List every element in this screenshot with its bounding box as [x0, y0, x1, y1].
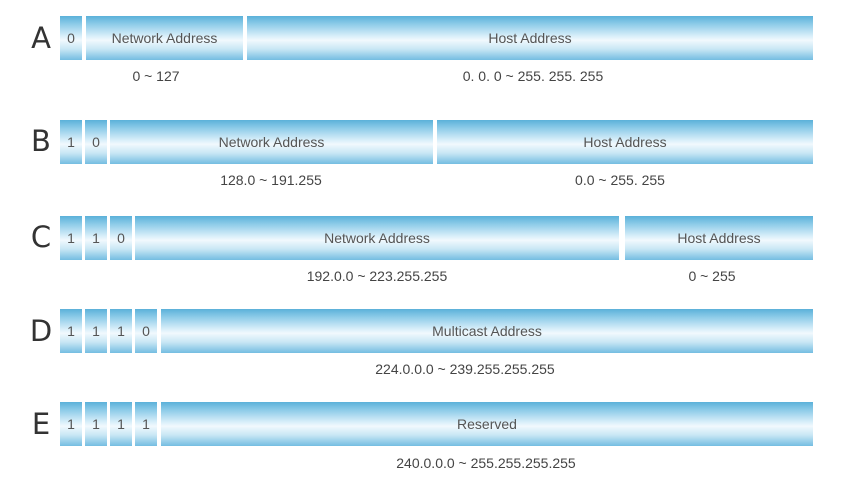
- class-d-bit-1: 1: [60, 309, 82, 353]
- class-e-bit-3: 1: [110, 402, 132, 446]
- class-d-multicast-address-field: Multicast Address: [161, 309, 813, 353]
- class-c-bit-2: 1: [85, 216, 107, 260]
- class-e-letter: E: [31, 407, 51, 441]
- class-a-bit-1: 0: [60, 16, 82, 60]
- class-a-range-2: 0. 0. 0 ~ 255. 255. 255: [462, 68, 604, 84]
- class-b-bit-1: 1: [60, 120, 82, 164]
- class-e-range-1: 240.0.0.0 ~ 255.255.255.255: [396, 455, 576, 471]
- class-c-bit-1: 1: [60, 216, 82, 260]
- class-a-network-address-field: Network Address: [86, 16, 243, 60]
- class-d-bit-3: 1: [110, 309, 132, 353]
- class-c-letter: C: [30, 220, 52, 254]
- class-e-reserved-field: Reserved: [161, 402, 813, 446]
- class-b-range-1: 128.0 ~ 191.255: [220, 172, 322, 188]
- class-a-letter: A: [31, 21, 51, 55]
- class-b-range-2: 0.0 ~ 255. 255: [575, 172, 665, 188]
- class-c-range-2: 0 ~ 255: [688, 268, 736, 284]
- class-e-bit-2: 1: [85, 402, 107, 446]
- class-c-host-address-field: Host Address: [625, 216, 813, 260]
- class-c-range-1: 192.0.0 ~ 223.255.255: [306, 268, 448, 284]
- class-e-bit-1: 1: [60, 402, 82, 446]
- class-a-host-address-field: Host Address: [247, 16, 813, 60]
- class-c-network-address-field: Network Address: [135, 216, 619, 260]
- class-e-bit-4: 1: [135, 402, 157, 446]
- class-d-letter: D: [29, 314, 53, 348]
- class-b-network-address-field: Network Address: [110, 120, 433, 164]
- class-a-range-1: 0 ~ 127: [132, 68, 180, 84]
- class-d-bit-2: 1: [85, 309, 107, 353]
- class-b-bit-2: 0: [85, 120, 107, 164]
- class-b-host-address-field: Host Address: [437, 120, 813, 164]
- class-b-letter: B: [31, 124, 51, 158]
- class-c-bit-3: 0: [110, 216, 132, 260]
- class-d-range-1: 224.0.0.0 ~ 239.255.255.255: [375, 361, 555, 377]
- class-d-bit-4: 0: [135, 309, 157, 353]
